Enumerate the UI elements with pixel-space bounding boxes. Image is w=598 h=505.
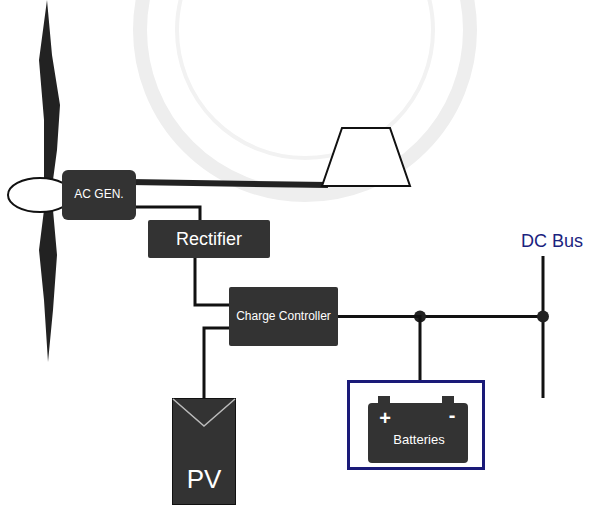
battery-body [368, 403, 468, 463]
watermark-seal [140, 0, 470, 195]
battery-box: + - Batteries [347, 380, 485, 470]
turbine-blade [39, 0, 60, 180]
dc-bus-line [542, 256, 545, 398]
node-label: Batteries [370, 433, 468, 448]
battery-terminal [442, 396, 454, 404]
junction-dot [537, 311, 549, 323]
turbine-blade [39, 210, 57, 362]
generator-box: AC GEN. [62, 170, 136, 220]
node-label: Rectifier [176, 229, 242, 250]
node-label: PV [187, 465, 222, 495]
pv-outline [173, 399, 236, 505]
watermark-seal [177, 0, 433, 158]
process-box: Rectifier [148, 220, 270, 258]
nacelle-boom [130, 182, 328, 185]
wire-connector [338, 317, 420, 381]
battery-terminal [378, 396, 390, 404]
process-box: Charge Controller [229, 287, 338, 346]
node-label: Charge Controller [236, 310, 331, 324]
battery-icon [350, 383, 482, 467]
node-label: AC GEN. [74, 188, 123, 202]
tail-vane [322, 128, 410, 186]
wire-connector [195, 258, 229, 305]
node-label: - [445, 404, 459, 427]
wire-connector [204, 328, 229, 398]
bus-wire [420, 315, 543, 318]
wire-connector [136, 207, 200, 220]
pv-cell-mark [173, 399, 235, 426]
node-label: + [377, 407, 393, 430]
pv-panel: PV [172, 398, 236, 505]
bus-label: DC Bus [521, 231, 583, 252]
